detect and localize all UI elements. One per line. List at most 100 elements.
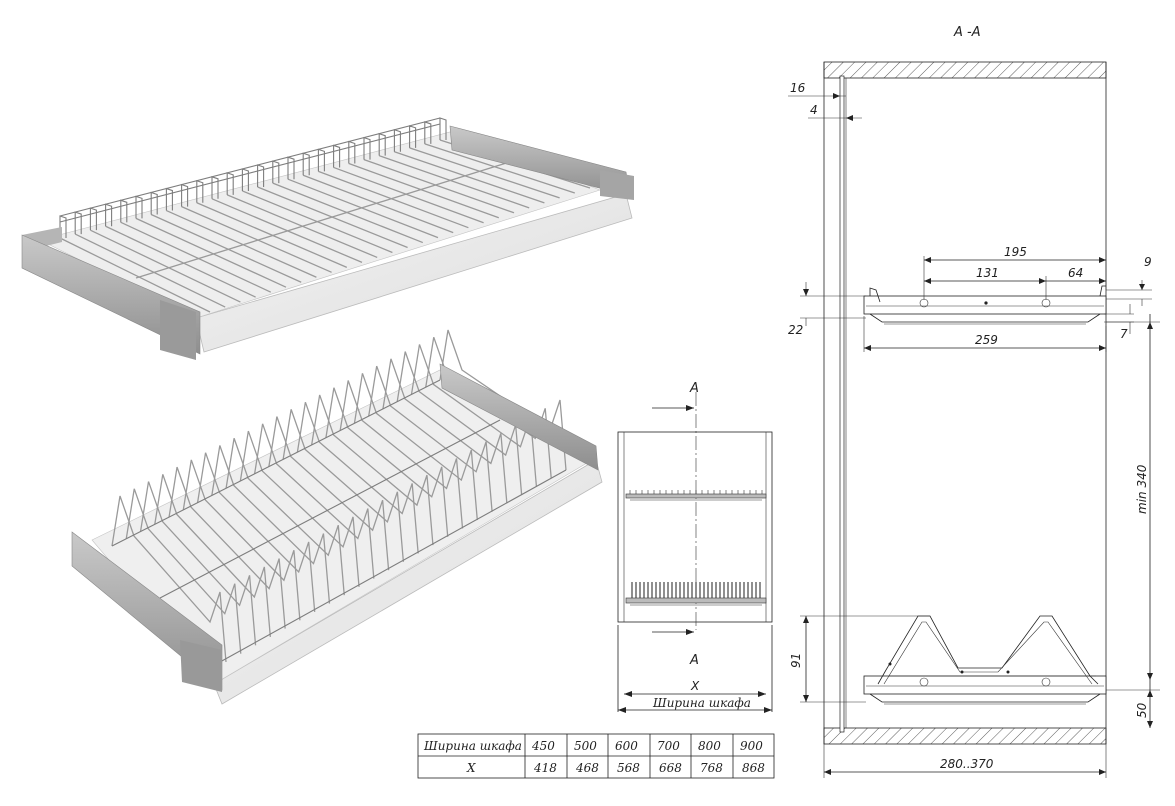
dim-7: 7 — [1120, 327, 1128, 341]
rack-wire — [196, 202, 348, 268]
cabinet-front-view: A A X Ширина шкафа — [617, 381, 773, 713]
rack-wire — [333, 166, 484, 224]
table-x-cell: 468 — [575, 761, 599, 775]
lower-rack-frame — [863, 675, 1107, 695]
rack-wire — [135, 195, 143, 219]
rack-wire — [105, 203, 113, 227]
plate-wire — [154, 474, 271, 638]
rack-wire — [74, 211, 82, 235]
dim-50: 50 — [1135, 702, 1149, 718]
plate-wire — [268, 416, 390, 571]
table-x-cell: 668 — [659, 761, 682, 775]
table-x-cell: 768 — [700, 761, 723, 775]
rack-wire — [241, 168, 249, 191]
rack-wire — [287, 156, 295, 180]
table-x-cell: 868 — [742, 761, 765, 775]
rack-wire — [348, 140, 356, 164]
plate-wire — [168, 466, 286, 629]
rack-wire — [378, 132, 386, 156]
dim-4: 4 — [810, 103, 818, 117]
dim-259: 259 — [975, 333, 998, 347]
rack-wire — [272, 160, 280, 184]
plate-wire — [311, 394, 434, 546]
rack-wire — [363, 136, 371, 160]
rack-wire — [439, 117, 447, 140]
table-width-cell: 600 — [615, 739, 638, 753]
table-x-cell: 568 — [617, 761, 640, 775]
rack-wire — [302, 174, 454, 234]
rack-rail-wire — [59, 123, 441, 223]
table-width-cell: 500 — [574, 739, 597, 753]
plate-wire — [225, 438, 345, 596]
rack-wire — [165, 187, 173, 211]
dim-min-340: min 340 — [1135, 464, 1149, 514]
x-dimension-label: X — [690, 679, 700, 693]
rack-wire — [211, 176, 219, 199]
rack-wire — [318, 170, 469, 229]
rack-wire — [226, 172, 234, 195]
rack-wire — [120, 199, 128, 223]
plate-wire — [353, 373, 478, 521]
dim-280-370: 280..370 — [940, 757, 994, 771]
dim-91: 91 — [789, 653, 803, 668]
rack-wire — [59, 237, 211, 313]
back-panel — [839, 75, 845, 733]
plate-rail-wire — [159, 419, 501, 599]
table-width-cell: 450 — [531, 739, 555, 753]
rack-wire — [166, 209, 317, 278]
rack-wire — [394, 151, 545, 204]
dim-16: 16 — [790, 81, 806, 95]
rack-wire — [363, 158, 515, 214]
rack-wire — [120, 221, 272, 293]
top-panel — [823, 61, 1107, 79]
section-mark-top: A — [689, 381, 699, 396]
dim-131: 131 — [976, 266, 999, 280]
width-table: Ширина шкафа X 450 500 600 700 800 900 4… — [417, 733, 775, 779]
table-width-cell: 800 — [698, 739, 721, 753]
upper-rack-frame — [863, 295, 1107, 315]
cabinet-upper-outline — [617, 431, 773, 623]
plate-wire — [139, 481, 257, 646]
section-view: A -A 16 4 195 — [788, 25, 1160, 778]
rack-wire — [105, 225, 256, 298]
front-lower-shelf — [625, 597, 767, 604]
rack-wire — [257, 164, 265, 188]
dim-195: 195 — [1004, 245, 1027, 259]
rack-wire — [150, 213, 302, 283]
rack-wire — [181, 206, 332, 273]
plate-wire — [282, 409, 405, 562]
rack-wire — [59, 215, 67, 238]
plate-wire — [111, 495, 227, 663]
rack-wire — [302, 152, 310, 176]
table-x-cell: 418 — [533, 761, 557, 775]
plate-wire — [182, 459, 301, 621]
plate-wire — [296, 401, 419, 554]
plate-rail-wire — [111, 379, 441, 547]
rack-wire — [424, 143, 576, 194]
plate-wire — [325, 387, 449, 537]
rack-wire — [150, 191, 158, 215]
table-header-label: Ширина шкафа — [423, 739, 522, 753]
rack-wire — [393, 128, 401, 152]
rack-rail-wire — [135, 159, 517, 279]
rack-wire — [424, 121, 432, 144]
rack-rail-wire — [59, 117, 441, 217]
dim-22: 22 — [788, 323, 803, 337]
plate-dish-rack-illustration — [71, 329, 603, 705]
rack-wire — [333, 144, 341, 168]
section-label: A -A — [953, 25, 981, 40]
rack-wire — [74, 233, 226, 308]
plate-wire — [211, 445, 331, 604]
plate-wire — [196, 452, 316, 612]
rack-wire — [181, 183, 189, 207]
plate-wire — [253, 423, 375, 579]
rack-wire — [135, 217, 287, 288]
rack-wire — [348, 162, 500, 219]
plate-wire — [239, 430, 360, 587]
cabinet-width-caption: Ширина шкафа — [652, 696, 751, 710]
rack-wire — [378, 155, 530, 209]
rack-wire — [409, 125, 417, 148]
rack-wire — [90, 229, 241, 303]
dim-64: 64 — [1068, 266, 1083, 280]
